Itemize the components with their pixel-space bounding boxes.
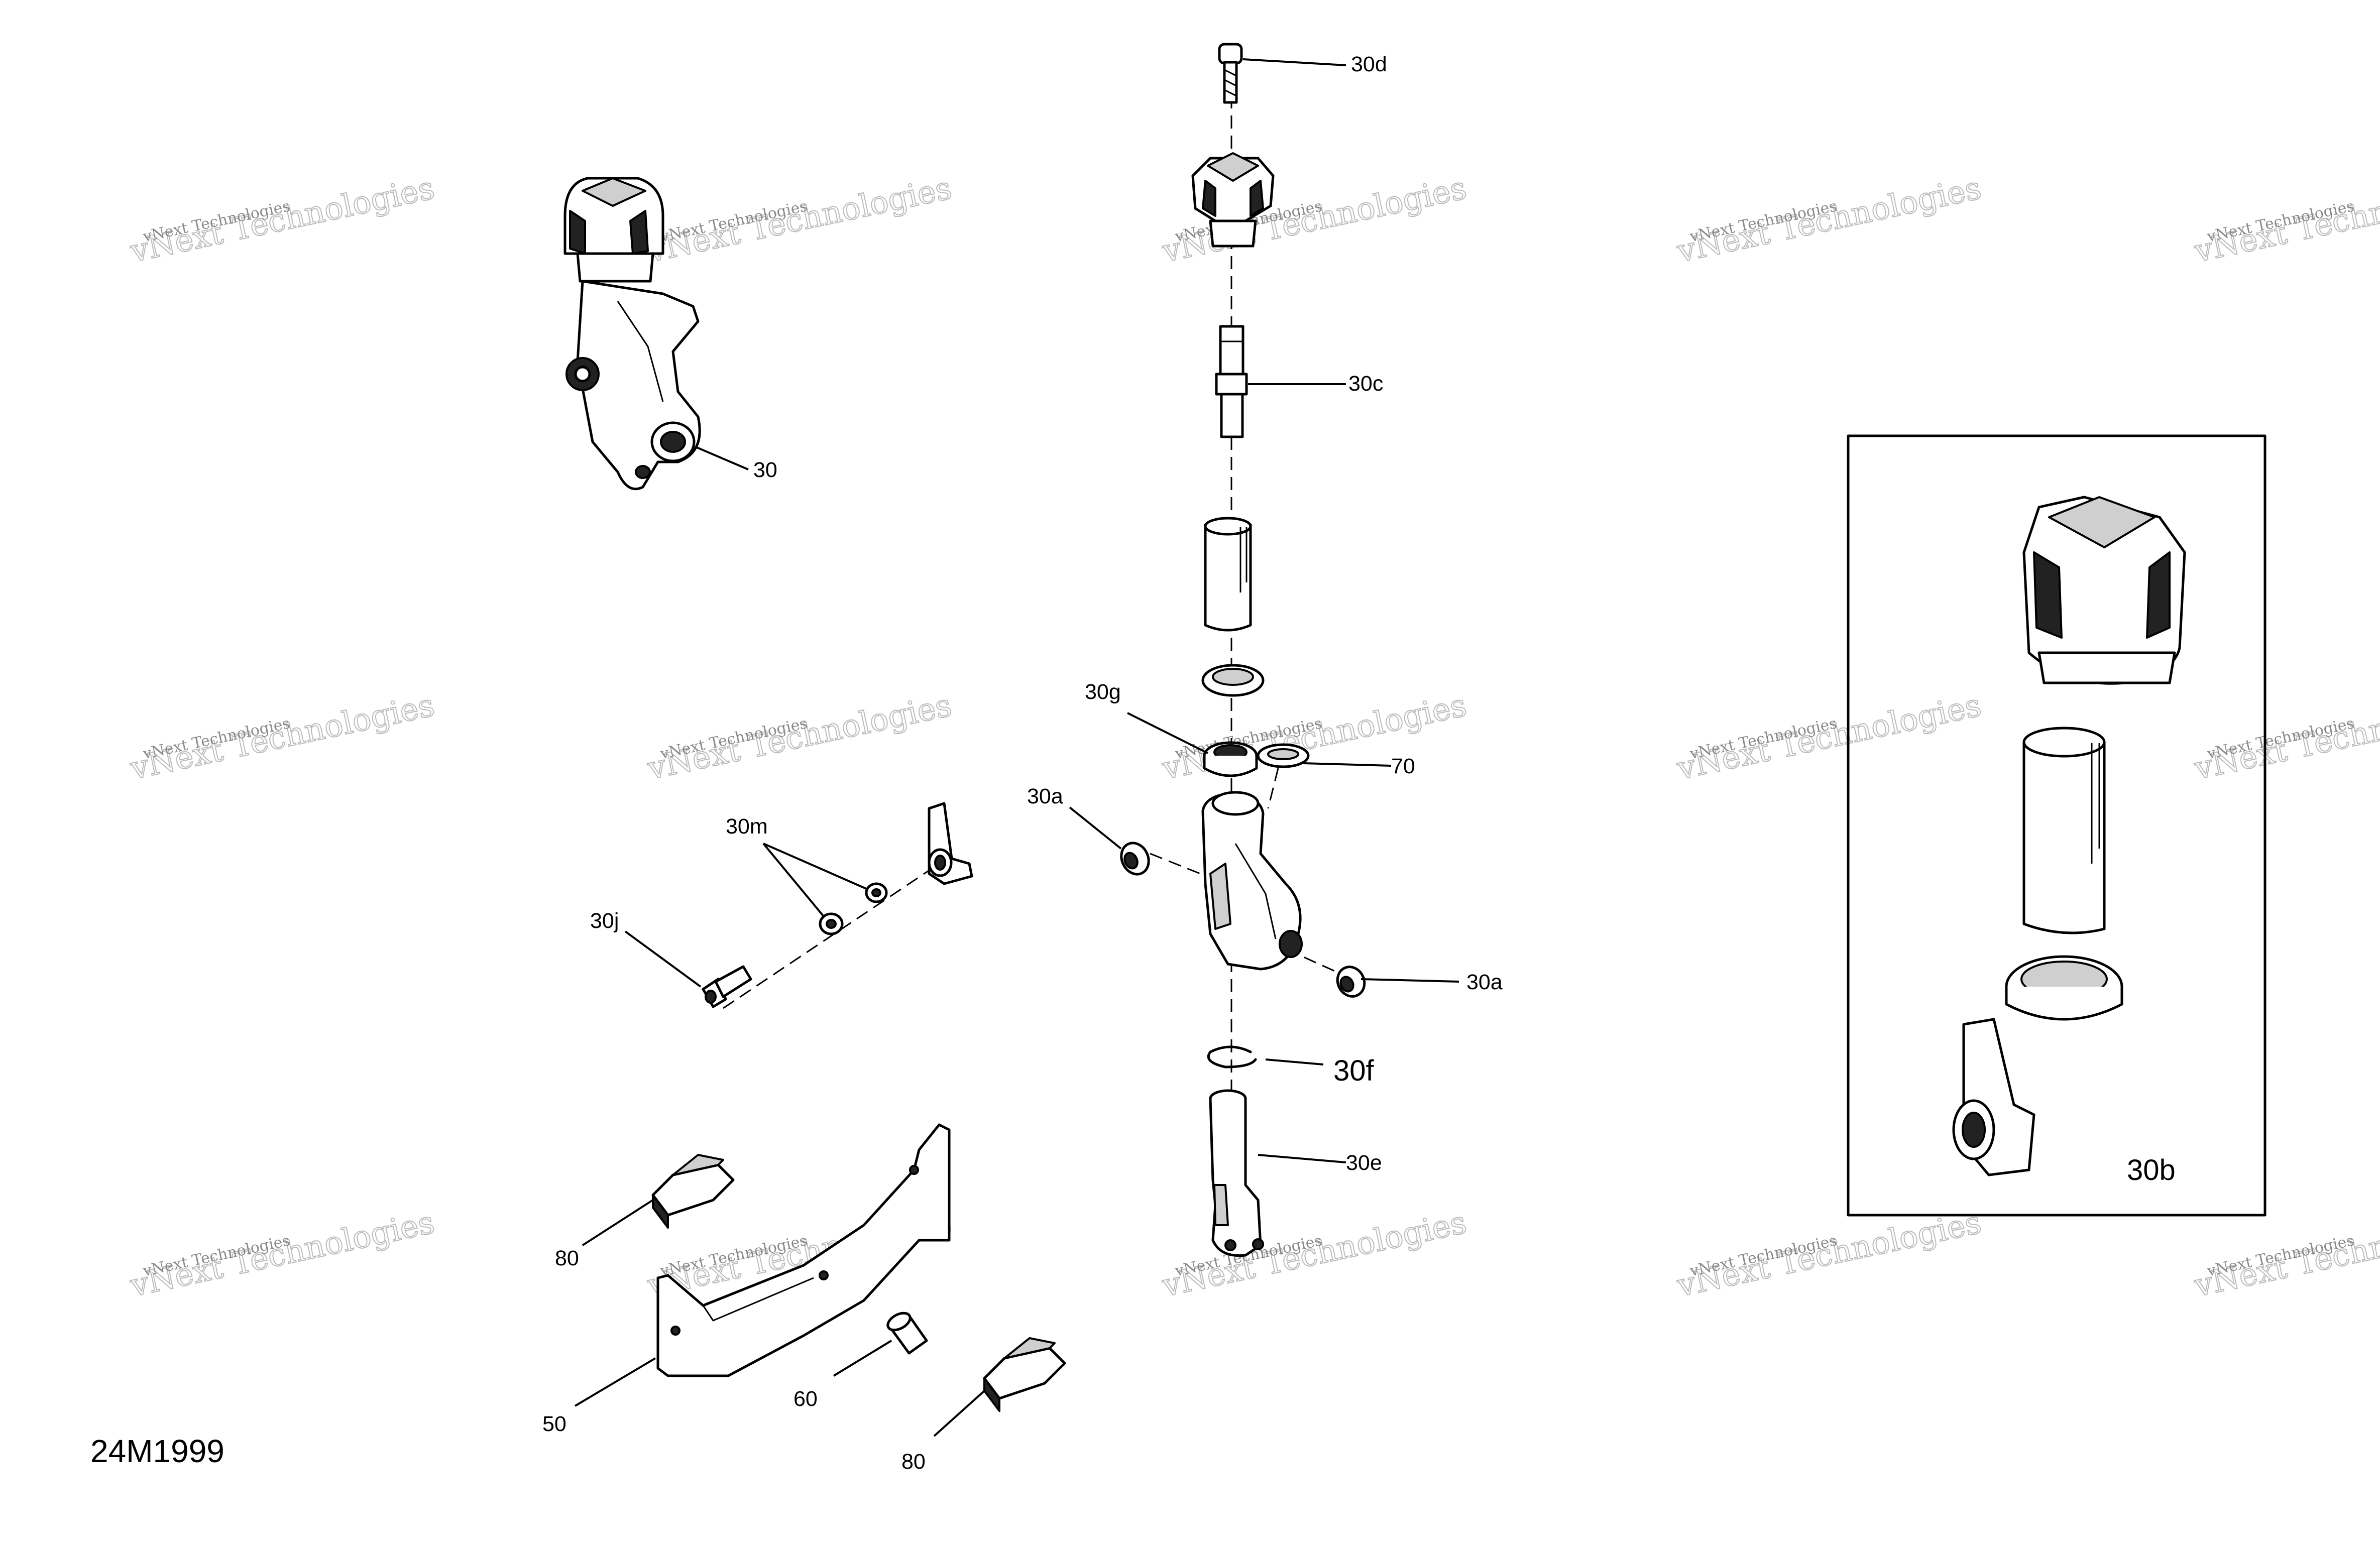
ring-upper (1201, 664, 1265, 697)
svg-text:vNext Technologies: vNext Technologies (127, 1204, 437, 1304)
detail-knob (2022, 496, 2186, 685)
callout-70: 70 (1391, 754, 1415, 778)
bumper-80-bottom (983, 1337, 1066, 1412)
callout-30f: 30f (1333, 1054, 1375, 1087)
detail-frame-30b (1847, 434, 2266, 1217)
callout-30c: 30c (1348, 372, 1383, 396)
svg-text:vNext Technologies: vNext Technologies (1673, 169, 1984, 270)
callout-30j: 30j (590, 909, 619, 933)
leader-lines (574, 58, 1459, 1437)
washer-axis (1267, 768, 1279, 809)
washer-70 (1257, 743, 1310, 768)
callout-50: 50 (542, 1412, 566, 1436)
lever-clip (928, 802, 973, 885)
svg-text:vNext Technologies: vNext Technologies (1673, 686, 1984, 787)
svg-text:vNext Technologies: vNext Technologies (644, 686, 955, 787)
callout-30m: 30m (726, 814, 768, 839)
circlip-30f (1207, 1045, 1257, 1069)
callout-30d: 30d (1351, 52, 1387, 76)
washer-30m-2 (819, 912, 844, 935)
pin-60 (886, 1312, 928, 1355)
svg-text:vNext Technologies: vNext Technologies (127, 686, 437, 787)
bushing-30a-right (1336, 966, 1366, 998)
callout-80-bottom: 80 (901, 1450, 926, 1474)
callout-30: 30 (753, 458, 777, 482)
svg-text:vNext Technologies: vNext Technologies (644, 169, 955, 270)
bearing-30g (1203, 741, 1258, 777)
bracket-50 (656, 1123, 951, 1377)
washer-30m-1 (865, 882, 888, 903)
svg-text:vNext Technologies: vNext Technologies (1673, 1204, 1984, 1304)
housing-center (1201, 791, 1303, 971)
svg-text:vNext Technologies: vNext Technologies (127, 169, 437, 270)
diagram-code: 24M1999 (90, 1433, 224, 1469)
callout-60: 60 (794, 1387, 818, 1411)
callout-30e: 30e (1346, 1151, 1382, 1175)
detail-ring (2005, 955, 2123, 1021)
callout-30b: 30b (2127, 1154, 2176, 1186)
detail-clip (1952, 1018, 2035, 1176)
callout-80-top: 80 (555, 1246, 579, 1270)
callout-30a-left: 30a (1027, 784, 1063, 808)
callout-30a-right: 30a (1466, 970, 1503, 994)
callout-30g: 30g (1085, 680, 1121, 704)
knob-center (1191, 152, 1275, 248)
bolt-30j (702, 965, 752, 1008)
assembly-30 (563, 177, 701, 491)
shaft-30e (1209, 1089, 1264, 1257)
detail-sleeve (2022, 727, 2106, 934)
svg-text:vNext Technologies: vNext Technologies (1159, 686, 1469, 787)
shaft-30c (1215, 325, 1248, 438)
pin-axis (723, 858, 947, 1009)
svg-text:vNext Technologies: vNext Technologies (1159, 1204, 1469, 1304)
bushing-30a-left (1120, 842, 1150, 876)
bumper-80-top (651, 1154, 735, 1229)
sleeve-center (1204, 517, 1252, 632)
screw-30d (1218, 43, 1243, 104)
